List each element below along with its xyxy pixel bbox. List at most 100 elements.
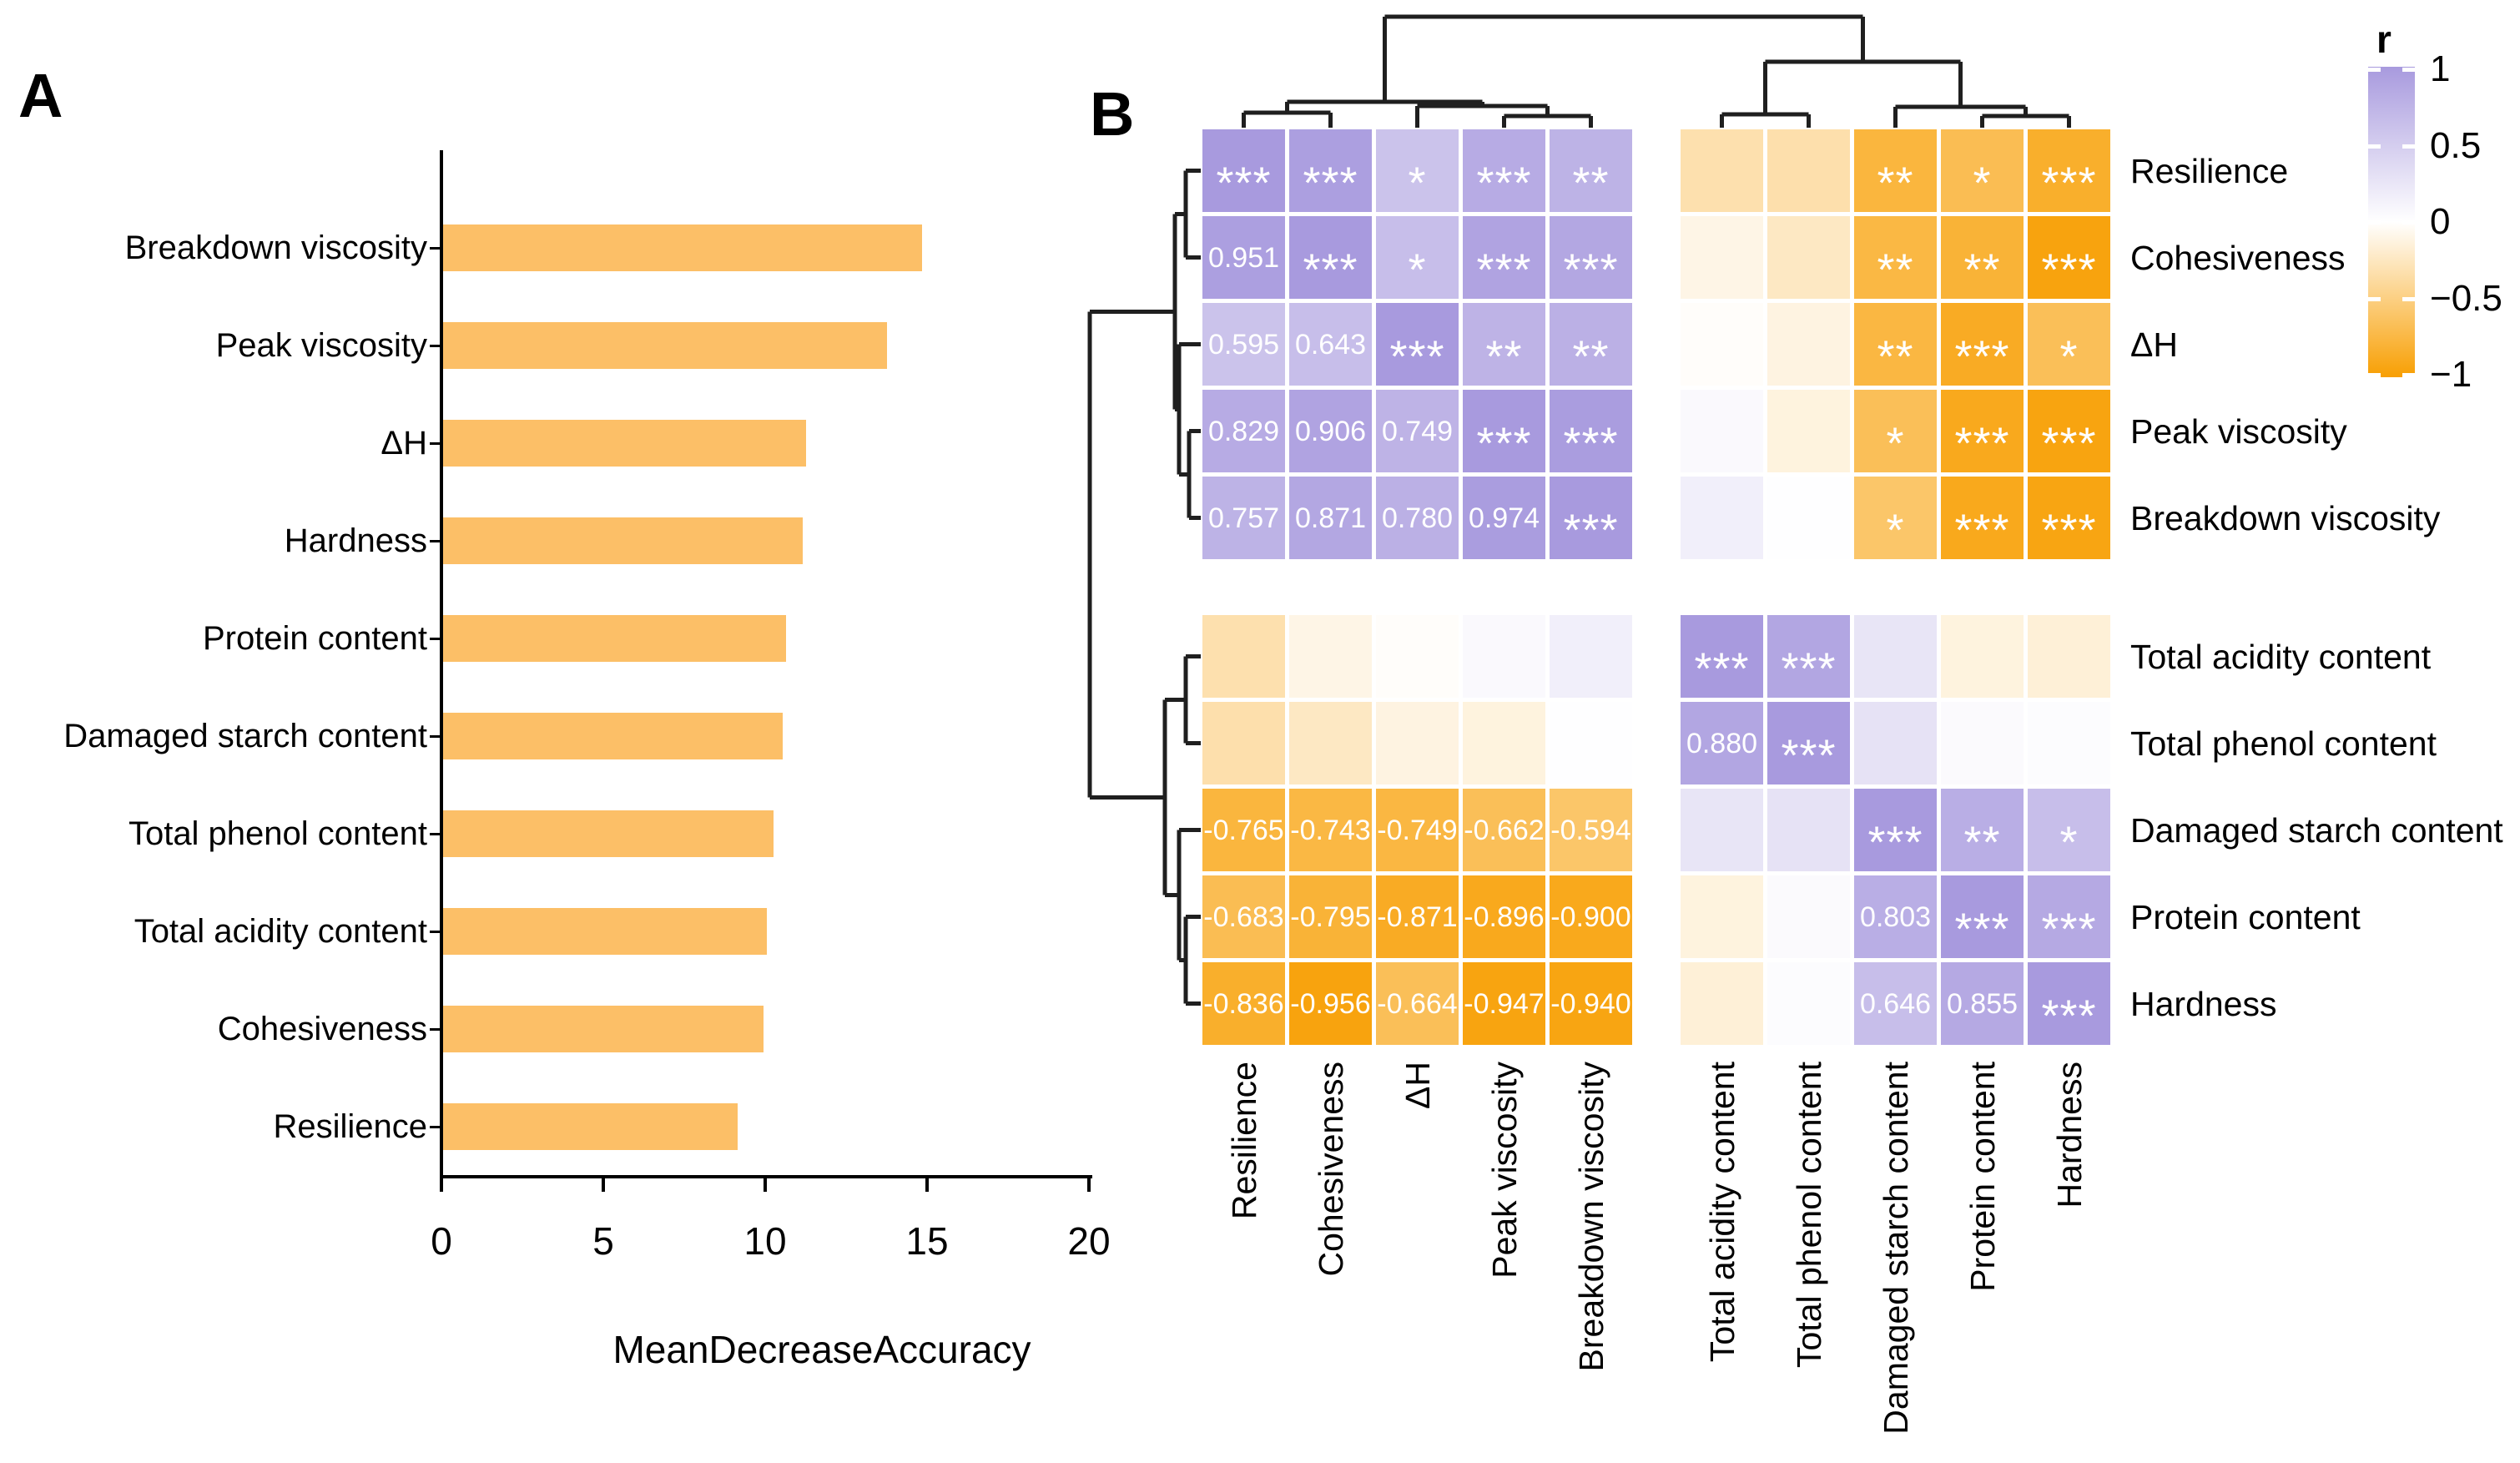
correlation-value: -0.940 bbox=[1550, 987, 1631, 1020]
heatmap-cell-0-5 bbox=[1681, 129, 1763, 212]
significance-stars: *** bbox=[1781, 730, 1837, 781]
heatmap-cell-2-2: *** bbox=[1376, 303, 1459, 386]
heatmap-cell-3-6 bbox=[1767, 390, 1850, 472]
correlation-value: -0.664 bbox=[1377, 987, 1458, 1020]
heatmap-cell-7-4: -0.594 bbox=[1550, 789, 1632, 871]
heatmap-cell-2-5 bbox=[1681, 303, 1763, 386]
heatmap-cell-5-7 bbox=[1854, 615, 1937, 698]
bar-6 bbox=[443, 810, 774, 857]
heatmap-cell-1-6 bbox=[1767, 216, 1850, 299]
heatmap-cell-7-1: -0.743 bbox=[1289, 789, 1372, 871]
heatmap-cell-1-1: *** bbox=[1289, 216, 1372, 299]
correlation-value: 0.780 bbox=[1381, 502, 1454, 534]
significance-stars: * bbox=[1886, 418, 1905, 469]
heatmap-cell-7-8: ** bbox=[1941, 789, 2024, 871]
significance-stars: * bbox=[1886, 505, 1905, 556]
heatmap-row-label: Breakdown viscosity bbox=[2130, 498, 2441, 537]
heatmap-cell-0-9: *** bbox=[2028, 129, 2110, 212]
heatmap-cell-3-2: 0.749 bbox=[1376, 390, 1459, 472]
bar-1 bbox=[443, 322, 887, 369]
heatmap-cell-4-4: *** bbox=[1550, 477, 1632, 559]
y-axis-tick bbox=[430, 638, 440, 640]
heatmap-cell-9-5 bbox=[1681, 962, 1763, 1045]
heatmap-column-label: Total acidity content bbox=[1702, 1062, 1741, 1363]
significance-stars: *** bbox=[2041, 904, 2097, 955]
y-axis-tick bbox=[430, 540, 440, 542]
x-axis-tick bbox=[1087, 1178, 1091, 1192]
heatmap-column-label: Hardness bbox=[2049, 1062, 2089, 1208]
heatmap-cell-6-4 bbox=[1550, 702, 1632, 784]
significance-stars: *** bbox=[2041, 245, 2097, 295]
x-axis-tick-label: 10 bbox=[743, 1219, 787, 1263]
bar-category-label: Peak viscosity bbox=[215, 327, 427, 364]
significance-stars: *** bbox=[1563, 418, 1619, 469]
heatmap-cell-0-2: * bbox=[1376, 129, 1459, 212]
heatmap-cell-7-5 bbox=[1681, 789, 1763, 871]
significance-stars: *** bbox=[1954, 904, 2010, 955]
significance-stars: ** bbox=[1877, 331, 1914, 382]
heatmap-row-label: Hardness bbox=[2130, 984, 2277, 1023]
correlation-value: 0.951 bbox=[1207, 241, 1280, 274]
correlation-value: -0.871 bbox=[1377, 901, 1458, 933]
x-axis-tick-label: 5 bbox=[592, 1219, 614, 1263]
bar-9 bbox=[443, 1103, 738, 1150]
heatmap-cell-5-5: *** bbox=[1681, 615, 1763, 698]
significance-stars: *** bbox=[1216, 158, 1272, 209]
correlation-value: -0.795 bbox=[1290, 901, 1371, 933]
heatmap-cell-1-9: *** bbox=[2028, 216, 2110, 299]
legend-tick-label: 0 bbox=[2430, 201, 2451, 242]
bar-category-label: Hardness bbox=[284, 522, 427, 559]
correlation-value: 0.871 bbox=[1294, 502, 1367, 534]
y-axis-tick bbox=[430, 833, 440, 835]
x-axis-tick bbox=[602, 1178, 605, 1192]
heatmap-cell-1-2: * bbox=[1376, 216, 1459, 299]
legend-tick-label: −0.5 bbox=[2430, 277, 2502, 319]
heatmap-cell-7-6 bbox=[1767, 789, 1850, 871]
heatmap-cell-1-3: *** bbox=[1463, 216, 1545, 299]
heatmap-cell-1-5 bbox=[1681, 216, 1763, 299]
significance-stars: ** bbox=[1572, 331, 1610, 382]
heatmap-cell-3-5 bbox=[1681, 390, 1763, 472]
heatmap-row-label: Protein content bbox=[2130, 897, 2361, 936]
heatmap-cell-2-7: ** bbox=[1854, 303, 1937, 386]
correlation-value: 0.906 bbox=[1294, 415, 1367, 447]
significance-stars: ** bbox=[1572, 158, 1610, 209]
heatmap-column-label: Cohesiveness bbox=[1311, 1062, 1350, 1277]
correlation-value: 0.643 bbox=[1294, 328, 1367, 361]
legend-tick-dash bbox=[2402, 296, 2415, 301]
heatmap-cell-4-9: *** bbox=[2028, 477, 2110, 559]
heatmap-cell-8-3: -0.896 bbox=[1463, 875, 1545, 958]
heatmap-cell-4-0: 0.757 bbox=[1202, 477, 1285, 559]
bar-category-label: Protein content bbox=[202, 620, 427, 657]
correlation-value: -0.749 bbox=[1377, 814, 1458, 846]
bar-category-label: Breakdown viscosity bbox=[124, 230, 427, 266]
correlation-value: 0.595 bbox=[1207, 328, 1280, 361]
heatmap-cell-1-4: *** bbox=[1550, 216, 1632, 299]
x-axis-tick-label: 15 bbox=[905, 1219, 949, 1263]
legend-tick-label: −1 bbox=[2430, 354, 2472, 395]
heatmap-cell-7-0: -0.765 bbox=[1202, 789, 1285, 871]
heatmap-cell-3-8: *** bbox=[1941, 390, 2024, 472]
heatmap-row-label: Cohesiveness bbox=[2130, 238, 2346, 277]
significance-stars: *** bbox=[2041, 418, 2097, 469]
heatmap-cell-7-7: *** bbox=[1854, 789, 1937, 871]
correlation-value: -0.765 bbox=[1203, 814, 1284, 846]
panel-a-x-axis-line bbox=[440, 1175, 1092, 1178]
heatmap-column-label: Protein content bbox=[1963, 1062, 2002, 1292]
heatmap-cell-3-0: 0.829 bbox=[1202, 390, 1285, 472]
heatmap-cell-5-3 bbox=[1463, 615, 1545, 698]
correlation-value: -0.900 bbox=[1550, 901, 1631, 933]
x-axis-tick bbox=[440, 1178, 443, 1192]
significance-stars: *** bbox=[1476, 418, 1532, 469]
correlation-value: -0.662 bbox=[1464, 814, 1545, 846]
legend-tick-dash bbox=[2402, 220, 2415, 224]
heatmap-cell-8-1: -0.795 bbox=[1289, 875, 1372, 958]
heatmap-cell-5-6: *** bbox=[1767, 615, 1850, 698]
significance-stars: *** bbox=[1954, 331, 2010, 382]
heatmap-cell-6-1 bbox=[1289, 702, 1372, 784]
heatmap-cell-5-9 bbox=[2028, 615, 2110, 698]
significance-stars: ** bbox=[1485, 331, 1523, 382]
legend-tick-dash bbox=[2368, 144, 2381, 149]
heatmap-cell-9-4: -0.940 bbox=[1550, 962, 1632, 1045]
heatmap-cell-3-4: *** bbox=[1550, 390, 1632, 472]
